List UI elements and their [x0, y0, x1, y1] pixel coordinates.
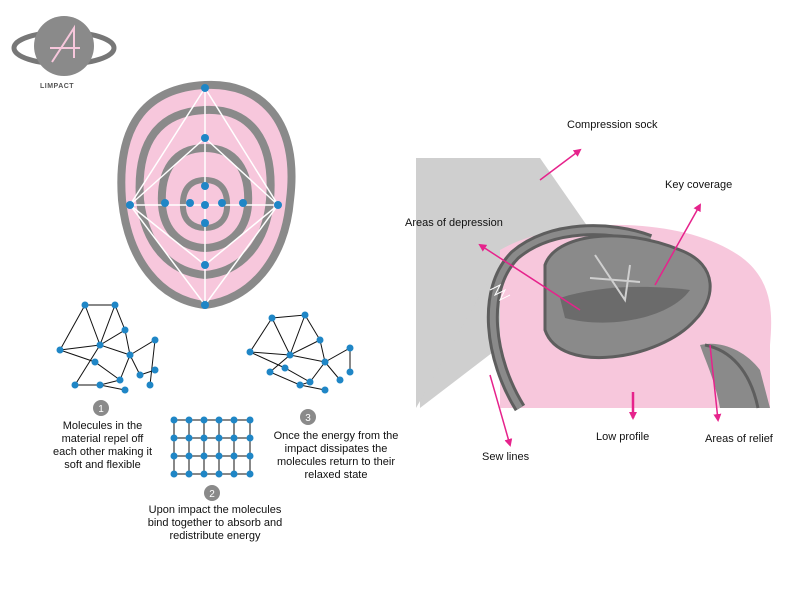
molecule-network-relaxed-1 [56, 301, 159, 394]
label-key-coverage: Key coverage [665, 179, 733, 191]
molecule-dot [185, 434, 193, 442]
molecule-dot [230, 452, 238, 460]
label-low-profile: Low profile [596, 431, 650, 443]
molecule-dot [215, 416, 223, 424]
molecule-dot [200, 416, 208, 424]
brand-name: LIMPACT [40, 83, 75, 90]
molecule-dot [170, 470, 178, 478]
molecule-dot [246, 434, 254, 442]
foot-protector-illustration [416, 158, 772, 412]
logo-icon [11, 16, 117, 76]
molecule-dot [170, 416, 178, 424]
label-areas-of-relief: Areas of relief [705, 433, 773, 445]
molecule-network-relaxed-3 [246, 311, 354, 394]
molecule-dot [246, 452, 254, 460]
molecule-dot [230, 416, 238, 424]
molecule-dot [200, 452, 208, 460]
molecule-dot [215, 470, 223, 478]
step-number-2: 2 [209, 489, 215, 500]
step-1-caption: Molecules in the material repel off each… [52, 420, 153, 471]
label-areas-of-depression: Areas of depression [405, 217, 503, 229]
molecule-grid-bound [170, 416, 254, 478]
label-sew-lines: Sew lines [482, 451, 530, 463]
protector-pad-illustration [117, 80, 296, 310]
label-compression-sock: Compression sock [567, 119, 658, 131]
step-badge-2: 2 [204, 485, 220, 501]
step-2-caption: Upon impact the molecules bind together … [147, 504, 283, 542]
molecule-dot [185, 452, 193, 460]
step-badge-3: 3 [300, 409, 316, 425]
molecule-dot [185, 416, 193, 424]
molecule-dot [230, 470, 238, 478]
step-number-3: 3 [305, 413, 311, 424]
step-3-caption: Once the energy from the impact dissipat… [273, 430, 399, 481]
molecule-dot [170, 452, 178, 460]
molecule-dot [170, 434, 178, 442]
molecule-dot [185, 470, 193, 478]
molecule-dot [200, 434, 208, 442]
molecule-dot [246, 416, 254, 424]
step-badge-1: 1 [93, 400, 109, 416]
molecule-dot [246, 470, 254, 478]
step-number-1: 1 [98, 404, 104, 415]
callout-arrows [478, 148, 722, 447]
molecule-dot [200, 470, 208, 478]
molecule-dot [215, 434, 223, 442]
molecule-dot [230, 434, 238, 442]
molecule-dot [215, 452, 223, 460]
